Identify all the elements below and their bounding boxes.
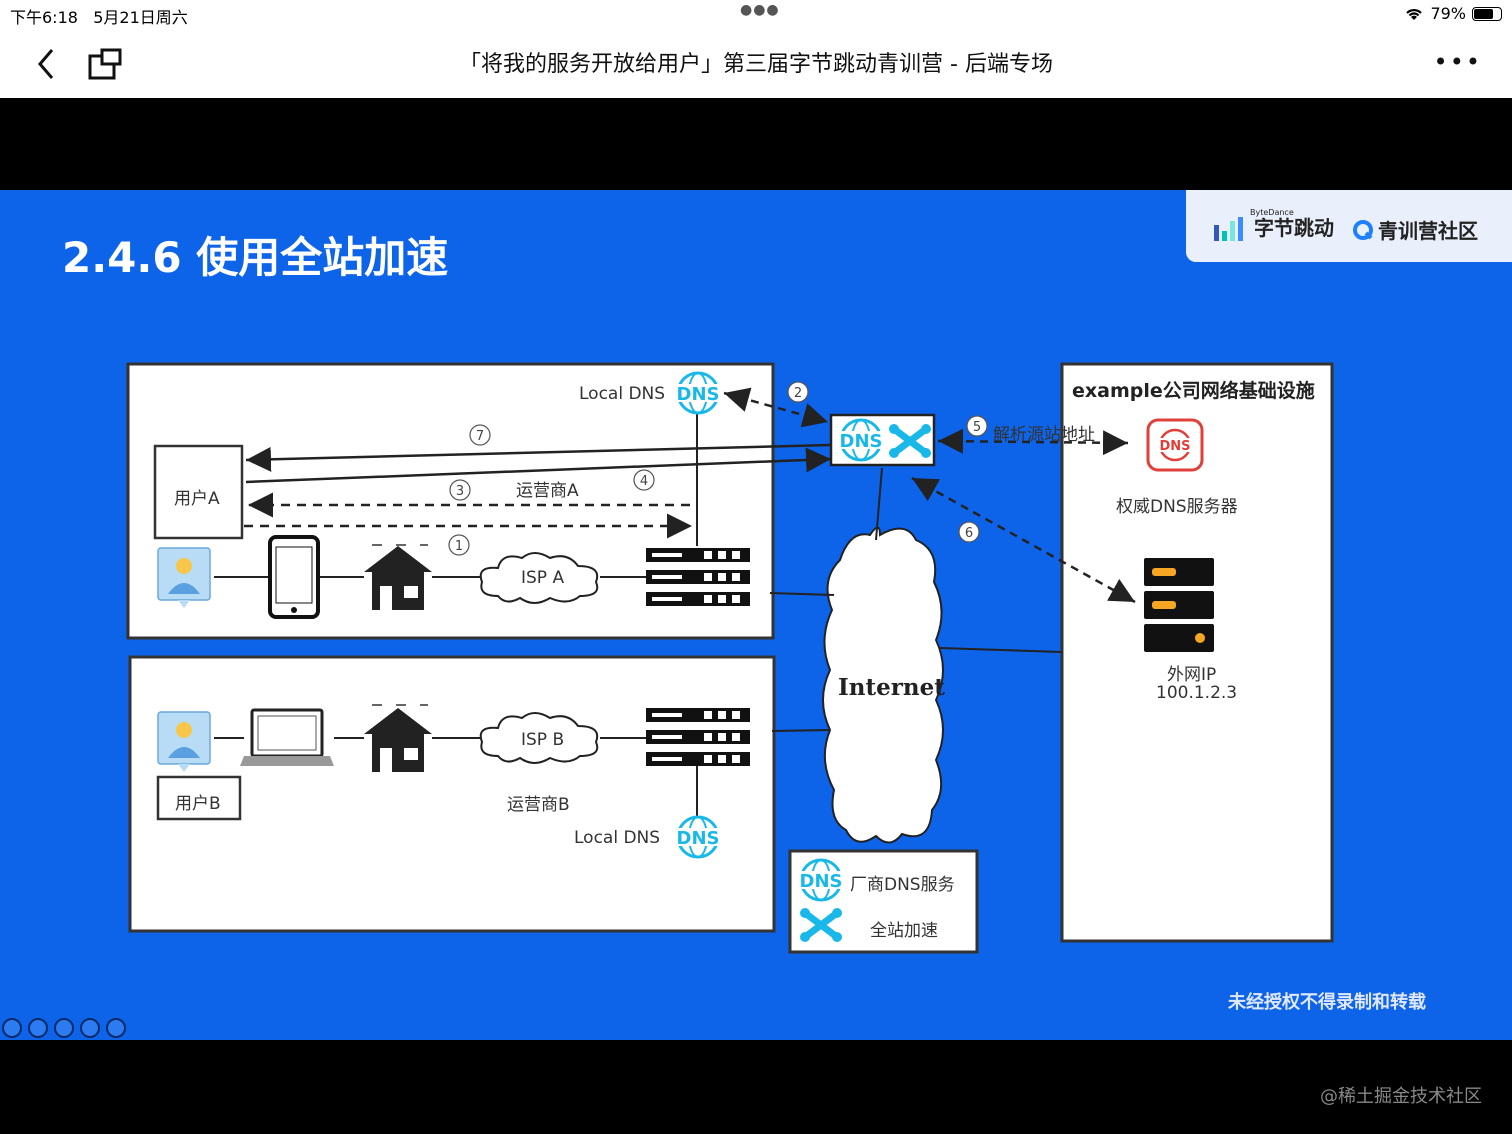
dns-diagram: DNS <box>126 362 1334 954</box>
infra-title: example公司网络基础设施 <box>1072 380 1315 402</box>
internet-cloud <box>822 526 944 844</box>
local-dns-a-label: Local DNS <box>579 384 666 404</box>
status-bar: 下午6:18 5月21日周六 ●●● 79% <box>0 0 1512 30</box>
slide-title: 2.4.6 使用全站加速 <box>62 233 449 282</box>
svg-text:7: 7 <box>476 429 484 444</box>
community-text: 青训营社区 <box>1378 219 1478 243</box>
resolve-label: 解析源站地址 <box>993 425 1095 445</box>
user-a-box <box>153 444 244 540</box>
auth-dns-icon: DNS <box>1146 418 1204 472</box>
isp-b-label: ISP B <box>521 730 565 750</box>
slide: 2.4.6 使用全站加速 ByteDance 字节跳动 青训营社区 DNS <box>0 190 1512 1040</box>
carrier-a-label: 运营商A <box>516 481 579 501</box>
bytedance-bars-icon <box>1214 217 1243 241</box>
battery-percent: 79% <box>1430 4 1466 23</box>
bytedance-logo: ByteDance 字节跳动 <box>1214 208 1334 241</box>
multitask-dots[interactable]: ●●● <box>740 2 780 18</box>
internet-label: Internet <box>838 674 945 701</box>
legend-accel-label: 全站加速 <box>870 921 938 941</box>
arrow-step-4 <box>245 447 832 484</box>
community-q-icon <box>1353 219 1373 240</box>
wifi-icon <box>1406 8 1423 20</box>
link-infra-internet <box>939 647 1063 653</box>
next-icon[interactable] <box>106 1018 126 1038</box>
arrow-step-2 <box>723 387 829 428</box>
user-a-label: 用户A <box>174 489 220 509</box>
player-controls <box>2 1018 126 1038</box>
svg-text:5: 5 <box>973 420 981 435</box>
link-b-internet <box>771 729 831 732</box>
origin-server-icon <box>1144 558 1214 652</box>
back-chevron-icon[interactable] <box>30 46 66 82</box>
svg-text:4: 4 <box>640 474 648 489</box>
link-accel-internet <box>875 467 883 541</box>
more-icon[interactable]: ••• <box>1433 48 1482 76</box>
arrow-step-5 <box>937 428 1129 456</box>
logo-panel: ByteDance 字节跳动 青训营社区 <box>1186 190 1512 262</box>
prev-icon[interactable] <box>2 1018 22 1038</box>
public-ip-label: 外网IP <box>1167 665 1217 685</box>
more-options-icon[interactable] <box>80 1018 100 1038</box>
user-b-box <box>156 775 242 821</box>
credit-watermark: @稀土掘金技术社区 <box>1320 1086 1482 1107</box>
arrow-step-6 <box>911 476 1136 604</box>
user-b-label: 用户B <box>175 794 221 814</box>
window-icon[interactable] <box>86 46 126 82</box>
legend-panel <box>788 849 979 954</box>
page-title: 「将我的服务开放给用户」第三届字节跳动青训营 - 后端专场 <box>459 52 1053 77</box>
legend-dns-label: 厂商DNS服务 <box>850 875 955 895</box>
bytedance-text: 字节跳动 <box>1254 216 1334 240</box>
status-right: 79% <box>1404 4 1502 23</box>
pointer-icon[interactable] <box>28 1018 48 1038</box>
status-time: 下午6:18 5月21日周六 <box>10 8 188 27</box>
svg-text:2: 2 <box>794 386 802 401</box>
slide-watermark: 未经授权不得录制和转载 <box>1228 992 1426 1013</box>
svg-text:1: 1 <box>455 539 463 554</box>
community-logo: 青训营社区 <box>1352 215 1478 244</box>
arrow-step-7 <box>245 443 832 472</box>
public-ip-value: 100.1.2.3 <box>1156 683 1238 703</box>
isp-a-label: ISP A <box>521 568 565 588</box>
svg-text:3: 3 <box>456 484 464 499</box>
bytedance-small-text: ByteDance <box>1250 208 1294 217</box>
svg-text:6: 6 <box>965 526 973 541</box>
svg-text:DNS: DNS <box>1159 439 1190 454</box>
link-a-internet <box>769 592 835 596</box>
carrier-b-label: 运营商B <box>507 795 570 815</box>
nav-bar: 「将我的服务开放给用户」第三届字节跳动青训营 - 后端专场 ••• <box>0 30 1512 98</box>
captions-icon[interactable] <box>54 1018 74 1038</box>
battery-icon <box>1472 6 1502 21</box>
local-dns-b-label: Local DNS <box>574 828 661 848</box>
step-markers: 1 2 3 4 5 6 7 <box>448 381 988 556</box>
auth-dns-label: 权威DNS服务器 <box>1116 497 1238 517</box>
